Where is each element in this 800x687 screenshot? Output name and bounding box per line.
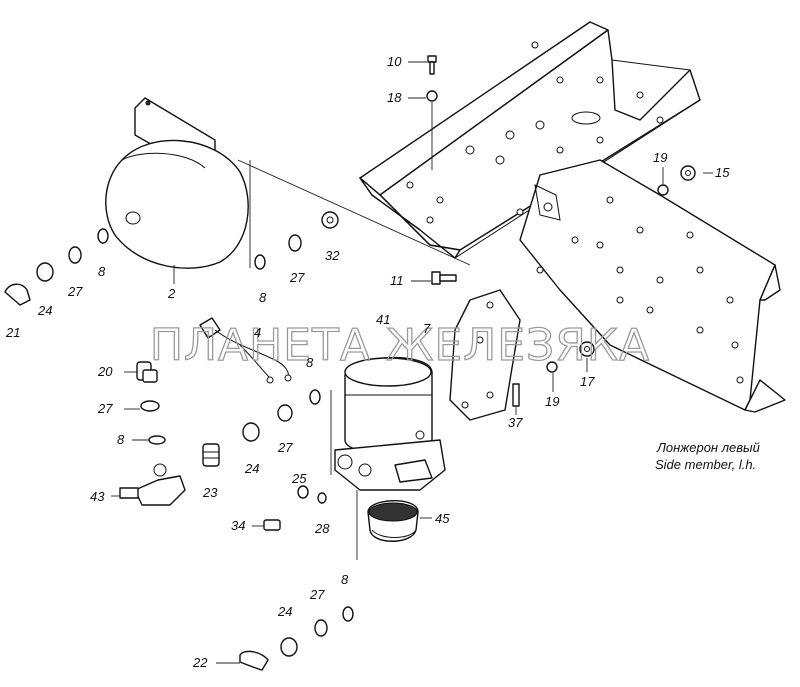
label-19a: 19	[653, 150, 667, 165]
label-45: 45	[435, 511, 450, 526]
label-27e: 27	[309, 587, 325, 602]
drain-valve	[119, 463, 186, 506]
label-15: 15	[715, 165, 730, 180]
label-4: 4	[254, 325, 261, 340]
label-28: 28	[314, 521, 330, 536]
side-member-note-en: Side member, l.h.	[655, 457, 756, 472]
label-18: 18	[387, 90, 402, 105]
mounting-plate	[449, 289, 521, 421]
nut-15	[680, 165, 696, 181]
label-27d: 27	[277, 440, 293, 455]
fitting-20	[136, 361, 158, 383]
air-receiver	[105, 97, 249, 269]
label-11: 11	[390, 273, 404, 288]
label-8e: 8	[341, 572, 349, 587]
label-21: 21	[5, 325, 20, 340]
leader-lines	[111, 61, 713, 664]
fitting-34	[263, 519, 281, 531]
label-22: 22	[192, 655, 208, 670]
label-23: 23	[202, 485, 218, 500]
label-10: 10	[387, 54, 402, 69]
side-member-left	[516, 159, 786, 413]
label-27b: 27	[67, 284, 83, 299]
fitting-23	[202, 443, 220, 467]
bolt-10	[427, 55, 437, 75]
label-43: 43	[90, 489, 105, 504]
label-24b: 24	[244, 461, 259, 476]
label-24c: 24	[277, 604, 292, 619]
air-dryer	[334, 356, 446, 491]
label-25: 25	[291, 471, 307, 486]
frame-bracket	[359, 21, 701, 259]
label-8a: 8	[259, 290, 267, 305]
side-member-note-ru: Лонжерон левый	[656, 440, 760, 455]
washers	[36, 90, 669, 657]
label-2: 2	[167, 286, 176, 301]
label-27a: 27	[289, 270, 305, 285]
nut-17	[579, 341, 595, 357]
label-24a: 24	[37, 303, 52, 318]
label-19b: 19	[545, 394, 559, 409]
label-17: 17	[580, 374, 595, 389]
label-34: 34	[231, 518, 245, 533]
label-8d: 8	[117, 432, 125, 447]
side-member-note: Лонжерон левый Side member, l.h.	[655, 440, 760, 472]
part-labels: 10 18 19 15 11 41 7 4 17 19 37 2 8 27 32…	[5, 54, 730, 670]
watermark-text: ПЛАНЕТА ЖЕЛЕЗЯКА	[150, 320, 650, 371]
bolt-11	[431, 271, 457, 285]
label-37: 37	[508, 415, 523, 430]
fitting-21	[4, 283, 31, 306]
label-20: 20	[97, 364, 113, 379]
label-7: 7	[423, 321, 431, 336]
fitting-22	[239, 650, 269, 671]
label-41: 41	[376, 312, 390, 327]
silencer	[367, 500, 419, 542]
label-27c: 27	[97, 401, 113, 416]
label-32: 32	[325, 248, 340, 263]
label-8c: 8	[306, 355, 314, 370]
stud-37	[512, 383, 520, 407]
heater-cable	[199, 317, 292, 384]
nut-32	[321, 211, 339, 229]
label-8b: 8	[98, 264, 106, 279]
